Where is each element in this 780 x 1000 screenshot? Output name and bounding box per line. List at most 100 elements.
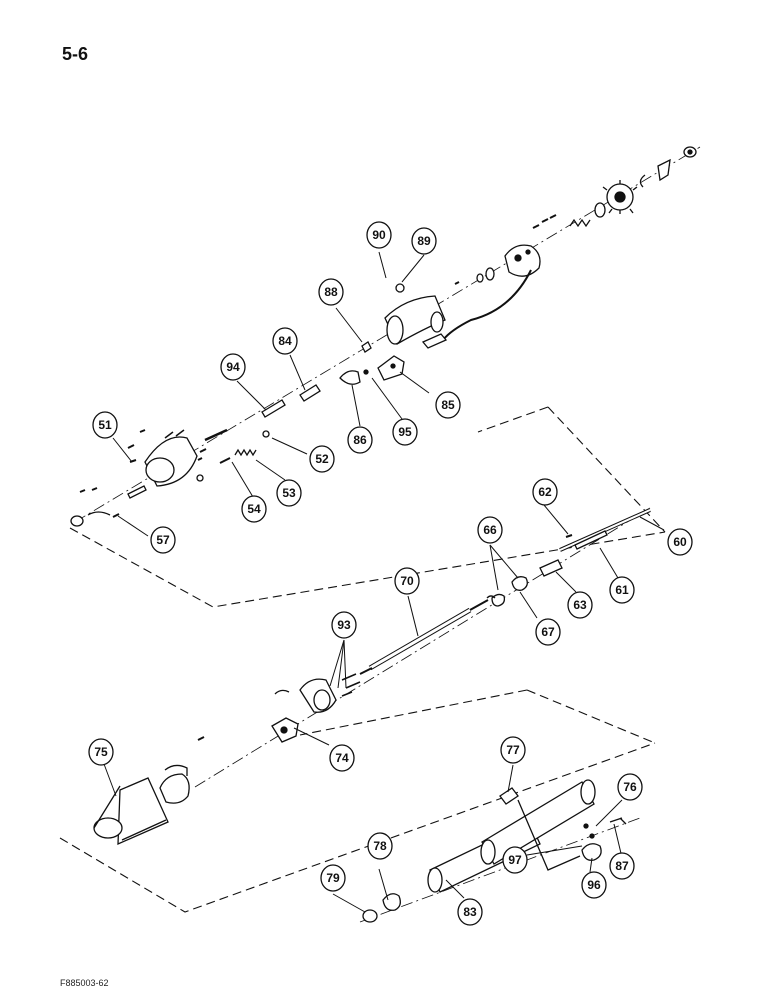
callout-circle [309, 445, 335, 473]
callout-96: 96 [581, 871, 607, 899]
callout-number: 95 [398, 425, 412, 439]
callout-number: 53 [282, 486, 296, 500]
callout-number: 96 [587, 878, 601, 892]
callout-circle [567, 591, 593, 619]
callout-leader-lines [103, 251, 665, 913]
callout-number: 84 [278, 334, 292, 348]
callout-number: 76 [623, 780, 637, 794]
callout-83: 83 [457, 898, 483, 926]
callout-number: 77 [506, 743, 520, 757]
callout-number: 70 [400, 574, 414, 588]
callout-circle [617, 773, 643, 801]
page-number: 5-6 [62, 44, 89, 64]
callout-number: 83 [463, 905, 477, 919]
lower-group-outline [59, 689, 656, 913]
callout-93: 93 [331, 611, 357, 639]
callout-circle [241, 495, 267, 523]
callout-circle [581, 871, 607, 899]
callout-number: 61 [615, 583, 629, 597]
callout-number: 54 [247, 502, 261, 516]
callout-number: 94 [226, 360, 240, 374]
callout-circle [347, 426, 373, 454]
callout-circle [331, 611, 357, 639]
callout-circle [318, 278, 344, 306]
callout-circle [435, 391, 461, 419]
callout-90: 90 [366, 221, 392, 249]
callout-86: 86 [347, 426, 373, 454]
callout-95: 95 [392, 418, 418, 446]
callout-circle [502, 846, 528, 874]
callout-78: 78 [367, 832, 393, 860]
callout-circle [220, 353, 246, 381]
callout-75: 75 [88, 738, 114, 766]
callout-54: 54 [241, 495, 267, 523]
callout-63: 63 [567, 591, 593, 619]
callout-circle [394, 567, 420, 595]
figure-code: F885003-62 [60, 978, 109, 988]
callout-number: 62 [538, 485, 552, 499]
callout-circle [457, 898, 483, 926]
callout-circle [535, 618, 561, 646]
callout-77: 77 [500, 736, 526, 764]
callout-circle [272, 327, 298, 355]
callout-number: 93 [337, 618, 351, 632]
callout-circle [88, 738, 114, 766]
callout-60: 60 [667, 528, 693, 556]
callout-number: 85 [441, 398, 455, 412]
callout-circle [276, 479, 302, 507]
callout-circle [667, 528, 693, 556]
callout-53: 53 [276, 479, 302, 507]
callout-circle [150, 526, 176, 554]
callout-70: 70 [394, 567, 420, 595]
callout-87: 87 [609, 852, 635, 880]
callout-circle [367, 832, 393, 860]
callout-number: 89 [417, 234, 431, 248]
callout-84: 84 [272, 327, 298, 355]
callout-number: 66 [483, 523, 497, 537]
callout-number: 88 [324, 285, 338, 299]
callout-circle [392, 418, 418, 446]
callout-89: 89 [411, 227, 437, 255]
callout-circle [320, 864, 346, 892]
callout-circle [500, 736, 526, 764]
callout-67: 67 [535, 618, 561, 646]
middle-shaft-parts [93, 508, 651, 846]
callout-51: 51 [92, 411, 118, 439]
callout-circle [411, 227, 437, 255]
callout-number: 86 [353, 433, 367, 447]
callout-number: 97 [508, 853, 522, 867]
callout-76: 76 [617, 773, 643, 801]
callout-circle [477, 516, 503, 544]
callout-85: 85 [435, 391, 461, 419]
callout-61: 61 [609, 576, 635, 604]
callout-circle [92, 411, 118, 439]
callout-88: 88 [318, 278, 344, 306]
callout-97: 97 [502, 846, 528, 874]
callout-number: 74 [335, 751, 349, 765]
callout-57: 57 [150, 526, 176, 554]
callout-number: 51 [98, 418, 112, 432]
callout-number: 67 [541, 625, 555, 639]
callout-number: 57 [156, 533, 170, 547]
callout-94: 94 [220, 353, 246, 381]
callout-number: 78 [373, 839, 387, 853]
callout-66: 66 [477, 516, 503, 544]
callout-number: 60 [673, 535, 687, 549]
callout-circle [609, 576, 635, 604]
callout-number: 75 [94, 745, 108, 759]
callout-number: 87 [615, 859, 629, 873]
callout-74: 74 [329, 744, 355, 772]
callout-62: 62 [532, 478, 558, 506]
callout-number: 90 [372, 228, 386, 242]
callout-circle [366, 221, 392, 249]
callout-number: 63 [573, 598, 587, 612]
callout-number: 52 [315, 452, 329, 466]
lower-tube-parts [362, 779, 627, 923]
upper-column-parts [70, 146, 697, 527]
callout-circle [329, 744, 355, 772]
callout-52: 52 [309, 445, 335, 473]
callout-circle [609, 852, 635, 880]
callout-circle [532, 478, 558, 506]
